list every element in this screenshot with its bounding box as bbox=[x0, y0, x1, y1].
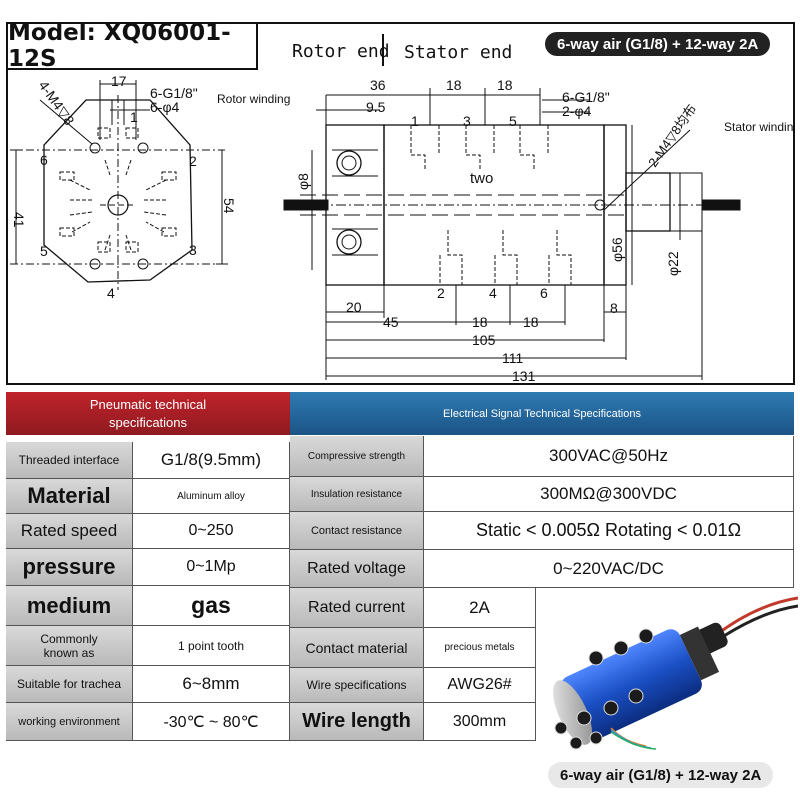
pn-val-7: -30℃ ~ 80℃ bbox=[133, 703, 290, 741]
pneumatic-header: Pneumatic technical specifications bbox=[6, 392, 290, 435]
side-mount: 2-M4▽8均布 bbox=[645, 101, 699, 169]
dim-18c: 18 bbox=[472, 314, 488, 330]
end-port-3: 3 bbox=[189, 242, 197, 258]
end-port-5: 5 bbox=[40, 243, 48, 259]
dim-45: 45 bbox=[383, 314, 399, 330]
pn-val-6: 6~8mm bbox=[133, 666, 290, 703]
product-tag-bottom: 6-way air (G1/8) + 12-way 2A bbox=[548, 762, 774, 788]
pn-key-4: medium bbox=[6, 586, 133, 626]
header-divider bbox=[382, 34, 384, 66]
pn-val-1: Aluminum alloy bbox=[133, 479, 290, 514]
model-title: Model: XQ06001-12S bbox=[6, 20, 258, 72]
pn-key-0: Threaded interface bbox=[6, 442, 133, 479]
el-key-2: Contact resistance bbox=[290, 512, 424, 550]
el-key-7: Wire length bbox=[290, 703, 424, 741]
end-port-4: 4 bbox=[107, 285, 115, 301]
el-key-5: Contact material bbox=[290, 628, 424, 668]
dim-18d: 18 bbox=[523, 314, 539, 330]
product-tag-top-text: 6-way air (G1/8) + 12-way 2A bbox=[557, 35, 759, 53]
pn-key-5: Commonly known as bbox=[6, 626, 133, 666]
rotor-winding-label: Rotor winding bbox=[217, 92, 290, 106]
el-val-6: AWG26# bbox=[424, 668, 536, 703]
dim-105: 105 bbox=[472, 332, 496, 348]
end-port-1: 1 bbox=[130, 109, 138, 125]
dim-131: 131 bbox=[512, 368, 536, 384]
pn-val-5: 1 point tooth bbox=[133, 626, 290, 666]
end-view bbox=[10, 80, 228, 290]
dim-111: 111 bbox=[502, 350, 523, 366]
el-val-7: 300mm bbox=[424, 703, 536, 741]
end-top-width: 17 bbox=[111, 73, 127, 89]
pneumatic-header-text: Pneumatic technical specifications bbox=[89, 396, 207, 430]
end-height-left: 41 bbox=[11, 212, 27, 228]
side-port-dia: 2-φ4 bbox=[562, 103, 592, 119]
electrical-header-text: Electrical Signal Technical Specificatio… bbox=[443, 407, 641, 420]
pn-val-4: gas bbox=[133, 586, 290, 626]
shaft-dia: φ8 bbox=[295, 173, 311, 190]
dim-36: 36 bbox=[370, 77, 386, 93]
el-key-4: Rated current bbox=[290, 588, 424, 628]
el-val-1: 300MΩ@300VDC bbox=[424, 477, 794, 512]
side-port-thread: 6-G1/8" bbox=[562, 89, 610, 105]
dim-9-5: 9.5 bbox=[366, 99, 386, 115]
product-tag-top: 6-way air (G1/8) + 12-way 2A bbox=[545, 32, 771, 56]
pn-key-1: Material bbox=[6, 479, 133, 514]
drawing-frame bbox=[6, 22, 795, 385]
pn-key-6: Suitable for trachea bbox=[6, 666, 133, 703]
stator-shaft bbox=[625, 172, 671, 232]
rotor-end-label: Rotor end bbox=[292, 41, 390, 62]
center-text: two bbox=[470, 170, 493, 187]
product-photo bbox=[553, 596, 798, 750]
side-top-port-3: 3 bbox=[463, 113, 471, 129]
el-key-1: Insulation resistance bbox=[290, 477, 424, 512]
el-key-6: Wire specifications bbox=[290, 668, 424, 703]
end-port-thread: 6-G1/8" bbox=[150, 85, 198, 101]
side-bottom-port-4: 4 bbox=[489, 285, 497, 301]
side-view bbox=[283, 88, 741, 380]
end-port-dia: 6-φ4 bbox=[150, 99, 180, 115]
end-port-2: 2 bbox=[189, 153, 197, 169]
pn-val-0: G1/8(9.5mm) bbox=[133, 442, 290, 479]
pn-val-3: 0~1Mp bbox=[133, 549, 290, 586]
end-view-outline bbox=[43, 99, 193, 283]
el-val-3: 0~220VAC/DC bbox=[424, 550, 794, 588]
pn-key-3: pressure bbox=[6, 549, 133, 586]
dim-18b: 18 bbox=[497, 77, 513, 93]
side-bottom-port-2: 2 bbox=[437, 285, 445, 301]
dim-18a: 18 bbox=[446, 77, 462, 93]
stator-winding-label: Stator winding bbox=[724, 120, 795, 134]
end-mount-holes: 4-M4▽8 bbox=[36, 78, 78, 129]
dim-8: 8 bbox=[610, 300, 618, 316]
el-val-5: precious metals bbox=[424, 628, 536, 668]
end-port-6: 6 bbox=[40, 152, 48, 168]
stator-end-label: Stator end bbox=[404, 42, 513, 63]
side-bottom-port-6: 6 bbox=[540, 285, 548, 301]
stator-dia: φ22 bbox=[665, 251, 681, 276]
el-key-0: Compressive strength bbox=[290, 436, 424, 477]
el-key-3: Rated voltage bbox=[290, 550, 424, 588]
dim-20: 20 bbox=[346, 299, 362, 315]
pn-key-7: working environment bbox=[6, 703, 133, 741]
el-val-2: Static < 0.005Ω Rotating < 0.01Ω bbox=[424, 512, 794, 550]
el-val-0: 300VAC@50Hz bbox=[424, 436, 794, 477]
side-top-port-5: 5 bbox=[509, 113, 517, 129]
pn-val-2: 0~250 bbox=[133, 514, 290, 549]
body-dia: φ56 bbox=[609, 237, 625, 262]
pn-key-2: Rated speed bbox=[6, 514, 133, 549]
technical-drawing: 17 6-G1/8" 6-φ4 4-M4▽8 41 54 1 2 3 4 5 6… bbox=[10, 73, 795, 384]
el-val-4: 2A bbox=[424, 588, 536, 628]
end-height-right: 54 bbox=[221, 198, 237, 214]
electrical-header: Electrical Signal Technical Specificatio… bbox=[290, 392, 794, 435]
side-top-port-1: 1 bbox=[411, 113, 419, 129]
product-tag-bottom-text: 6-way air (G1/8) + 12-way 2A bbox=[560, 766, 762, 784]
